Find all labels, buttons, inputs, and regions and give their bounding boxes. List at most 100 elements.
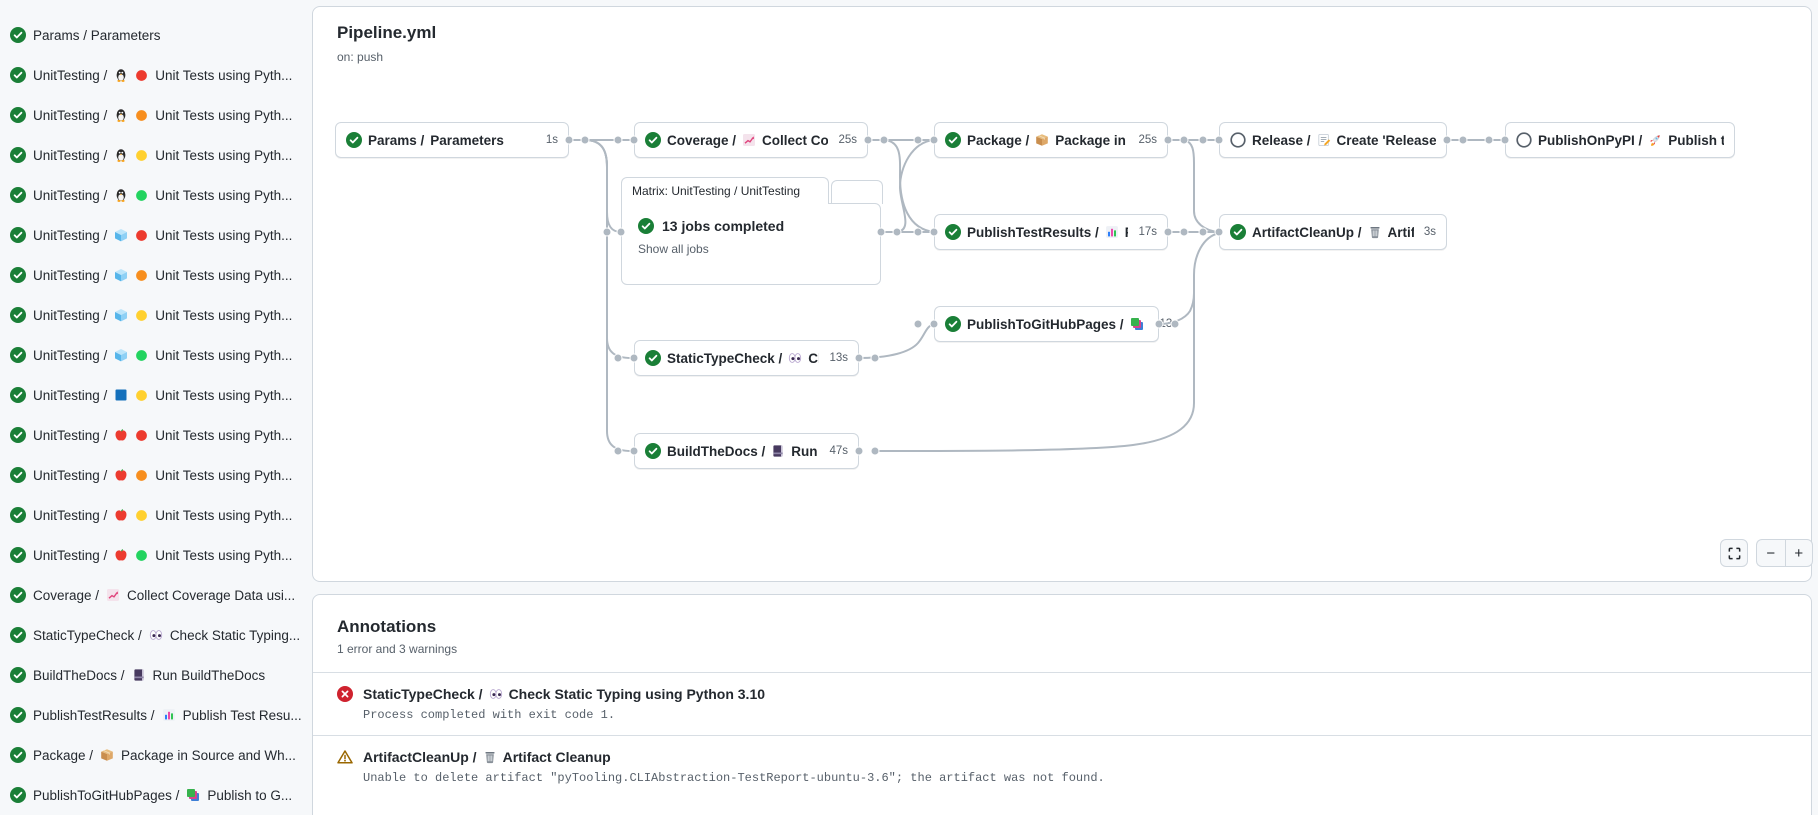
node-job-name: PublishTestResults / [967,224,1099,240]
skipped-circle-icon [1516,132,1532,148]
fullscreen-button[interactable] [1720,539,1748,567]
zoom-out-button[interactable]: − [1756,539,1785,567]
node-job-name: ArtifactCleanUp / [1252,224,1362,240]
graph-node-package[interactable]: Package /Package in So...25s [934,122,1168,158]
graph-node-statictypecheck[interactable]: StaticTypeCheck /Chec...13s [634,340,859,376]
sidebar-job-item[interactable]: UnitTesting / Unit Tests using Pyth... [0,215,310,255]
job-name: UnitTesting / [33,227,108,243]
matrix-summary: 13 jobs completed [662,218,785,234]
job-label: Unit Tests using Pyth... [155,507,293,523]
node-step-label: Parameters [430,132,504,148]
connector-dot [913,319,923,329]
connector-dot [613,353,623,363]
job-label: Unit Tests using Pyth... [155,267,293,283]
package-icon [1035,133,1049,147]
sidebar-job-item[interactable]: UnitTesting /Unit Tests using Pyth... [0,335,310,375]
check-circle-icon [945,316,961,332]
dot-red [135,229,148,242]
sidebar-job-item[interactable]: UnitTesting /Unit Tests using Pyth... [0,95,310,135]
matrix-tab[interactable]: Matrix: UnitTesting / UnitTesting [621,177,829,204]
graph-node-release[interactable]: Release /Create 'Release P... [1219,122,1447,158]
graph-node-buildthedocs[interactable]: BuildTheDocs /Run Buil...47s [634,433,859,469]
sidebar-job-item[interactable]: UnitTesting /Unit Tests using Pyth... [0,55,310,95]
job-label: Collect Coverage Data usi... [127,587,296,603]
check-circle-icon [10,147,26,163]
connector-dot [879,135,889,145]
node-step-label: Publish to ... [1668,132,1724,148]
annotation-title[interactable]: ​ArtifactCleanUp /Artifact Cleanup [363,749,1105,765]
job-name: UnitTesting / [33,507,108,523]
annotation-title[interactable]: ​StaticTypeCheck /Check Static Typing us… [363,686,765,702]
check-circle-icon [10,227,26,243]
annotation-job-name: ​StaticTypeCheck / [363,686,483,702]
check-circle-icon [1230,224,1246,240]
sidebar-job-item[interactable]: UnitTesting /Unit Tests using Pyth... [0,255,310,295]
node-job-name: Params / [368,132,425,148]
graph-node-publishtogithubpages[interactable]: PublishToGitHubPages /...13s [934,306,1178,342]
job-label: Unit Tests using Pyth... [155,187,293,203]
job-name: Params / Parameters [33,27,161,43]
job-label: Unit Tests using Pyth... [155,427,293,443]
linux-icon [114,108,128,122]
check-circle-icon [638,218,654,234]
eyes-icon [788,351,802,365]
graph-node-coverage[interactable]: Coverage /Collect Cove...25s [634,122,868,158]
sidebar-job-item[interactable]: UnitTesting /Unit Tests using Pyth... [0,135,310,175]
node-step-label: Create 'Release P... [1336,132,1436,148]
sidebar-job-item[interactable]: UnitTesting /Unit Tests using Pyth... [0,455,310,495]
graph-node-artifactcleanup[interactable]: ArtifactCleanUp /Artifac...3s [1219,214,1447,250]
zoom-controls: − + [1756,539,1813,567]
job-name: Package / [33,747,94,763]
alert-triangle-icon [337,749,353,765]
memo-icon [1317,133,1331,147]
check-circle-icon [645,350,661,366]
connector-dot [1179,227,1189,237]
check-circle-icon [10,187,26,203]
bar-chart-icon [1105,225,1119,239]
annotation-content: ​StaticTypeCheck /Check Static Typing us… [363,686,765,722]
sidebar-job-item[interactable]: UnitTesting /Unit Tests using Pyth... [0,375,310,415]
graph-node-publishtestresults[interactable]: PublishTestResults /Pu...17s [934,214,1168,250]
job-label: Publish to G... [207,787,293,803]
graph-node-publishonpypi[interactable]: PublishOnPyPI /Publish to ... [1505,122,1735,158]
linux-icon [114,68,128,82]
show-all-jobs-link[interactable]: Show all jobs [638,242,709,256]
sidebar-job-item[interactable]: UnitTesting /Unit Tests using Pyth... [0,295,310,335]
sidebar-job-item[interactable]: UnitTesting /Unit Tests using Pyth... [0,175,310,215]
sidebar-job-item[interactable]: UnitTesting /Unit Tests using Pyth... [0,535,310,575]
dot-orange [135,109,148,122]
sidebar-job-item[interactable]: PublishTestResults /Publish Test Resu... [0,695,310,735]
sidebar-job-item[interactable]: Package /Package in Source and Wh... [0,735,310,775]
macos-icon [114,508,128,522]
sidebar-job-item[interactable]: Coverage /Collect Coverage Data usi... [0,575,310,615]
matrix-card[interactable]: 13 jobs completed Show all jobs [621,203,881,285]
eyes-icon [149,628,163,642]
node-step-label: Run Buil... [791,443,819,459]
job-name: UnitTesting / [33,467,108,483]
node-duration: 13s [1159,318,1179,330]
workflow-trigger: on: push [337,50,384,64]
sidebar-job-item[interactable]: BuildTheDocs /Run BuildTheDocs [0,655,310,695]
edge-statictypecheck-to-publishtogithubpages [858,323,935,359]
zoom-in-button[interactable]: + [1784,539,1813,567]
connector-dot [870,446,880,456]
node-duration: 25s [838,134,857,146]
sidebar-job-item[interactable]: PublishToGitHubPages /Publish to G... [0,775,310,815]
sidebar-job-item[interactable]: StaticTypeCheck /Check Static Typing... [0,615,310,655]
sidebar-job-item[interactable]: UnitTesting /Unit Tests using Pyth... [0,415,310,455]
annotations-header: Annotations 1 error and 3 warnings [313,595,1811,656]
node-step-label: Chec... [808,350,819,366]
job-name: BuildTheDocs / [33,667,125,683]
annotation-job-name: ​ArtifactCleanUp / [363,749,477,765]
sidebar-job-item[interactable]: Params / Parameters [0,15,310,55]
check-circle-icon [10,667,26,683]
job-label: Unit Tests using Pyth... [155,107,293,123]
linux-icon [114,148,128,162]
job-label: Unit Tests using Pyth... [155,227,293,243]
x-circle-icon [337,686,353,702]
dot-green [135,189,148,202]
sidebar-job-item[interactable]: UnitTesting / Unit Tests using Pyth... [0,495,310,535]
